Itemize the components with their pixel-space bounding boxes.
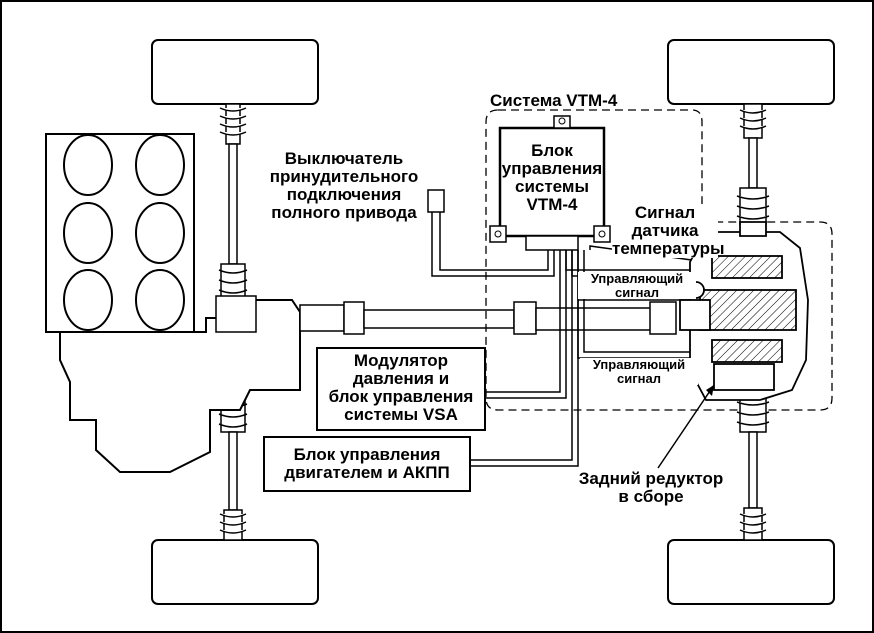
wheel-front-right bbox=[667, 39, 835, 105]
wheel-rear-right bbox=[667, 539, 835, 605]
system-title: Система VTM-4 bbox=[490, 91, 618, 110]
wheel-front-left bbox=[151, 39, 319, 105]
engine-label: Блок управления двигателем и АКПП bbox=[284, 445, 450, 482]
rear-diff-arrow bbox=[706, 385, 714, 396]
vsa-unit-box bbox=[316, 347, 486, 431]
left-upper-halfshaft bbox=[218, 103, 248, 309]
right-lower-halfshaft bbox=[736, 395, 770, 541]
vsa-label: Модулятор давления и блок управления сис… bbox=[328, 351, 474, 424]
control-signal-upper: Управляющий сигнал bbox=[578, 272, 696, 300]
transfer-case bbox=[215, 295, 257, 333]
switch-label: Выключатель принудительного подключения … bbox=[269, 149, 419, 222]
vtm4-unit-label: Блок управления системы VTM-4 bbox=[501, 141, 603, 214]
right-upper-halfshaft bbox=[736, 103, 770, 225]
propeller-shaft bbox=[299, 301, 677, 335]
rear-diff-label: Задний редуктор в сборе bbox=[578, 469, 724, 506]
rear-differential bbox=[679, 221, 809, 401]
temp-signal-label: Сигнал датчика температуры bbox=[612, 203, 725, 258]
engine-unit-box bbox=[263, 436, 471, 492]
control-signal-lower: Управляющий сигнал bbox=[580, 358, 698, 386]
wheel-rear-left bbox=[151, 539, 319, 605]
vtm4-system-boundary bbox=[485, 109, 833, 411]
awd-lock-switch bbox=[427, 189, 445, 213]
left-lower-halfshaft bbox=[218, 397, 248, 541]
rear-diff-leader bbox=[657, 384, 715, 469]
engine-block bbox=[45, 133, 195, 333]
